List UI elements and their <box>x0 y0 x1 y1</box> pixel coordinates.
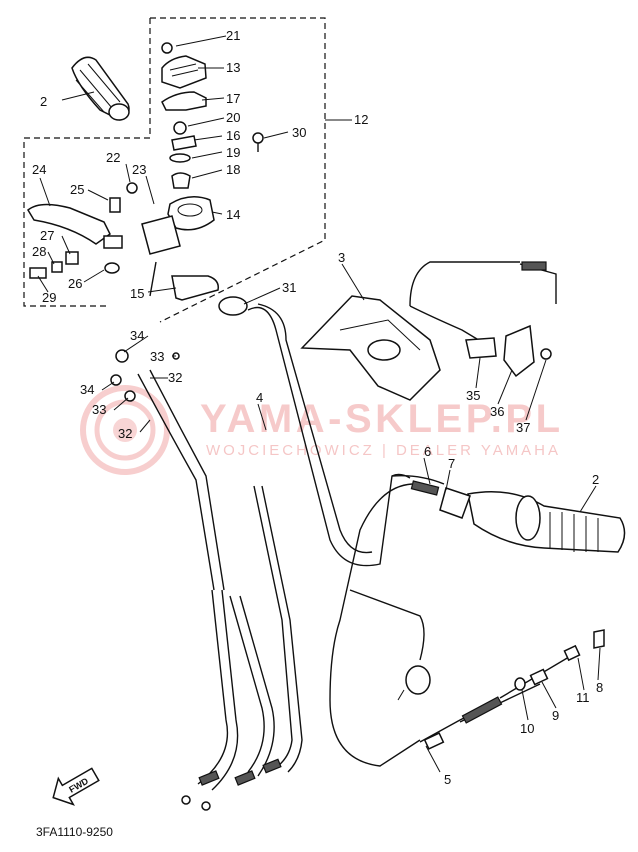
leader-lines <box>37 35 601 773</box>
callout-11: 11 <box>576 690 590 705</box>
lower-right-parts <box>423 629 605 750</box>
watermark-subtitle: WOJCIECHOWICZ | DEALER YAMAHA <box>206 442 558 459</box>
part-code: 3FA1110-9250 <box>36 825 113 839</box>
callout-19: 19 <box>226 145 240 160</box>
throttle-cables <box>329 480 501 767</box>
callout-2-left: 2 <box>40 94 47 109</box>
callout-36: 36 <box>490 404 504 419</box>
watermark-title: YAMA-SKLEP.PL <box>200 397 560 441</box>
callout-35: 35 <box>466 388 480 403</box>
callout-12: 12 <box>354 112 368 127</box>
watermark: YAMA-SKLEP.PL WOJCIECHOWICZ | DEALER YAM… <box>80 385 560 475</box>
handlebar <box>218 295 445 567</box>
callout-9: 9 <box>552 708 559 723</box>
callout-labels: 2 21 13 17 20 16 19 18 14 30 12 22 23 24… <box>32 28 603 787</box>
callout-23: 23 <box>132 162 146 177</box>
callout-6: 6 <box>424 444 431 459</box>
callout-17: 17 <box>226 91 240 106</box>
callout-4: 4 <box>256 390 263 405</box>
brake-lever-parts <box>27 182 220 301</box>
forward-arrow-icon: FWD <box>52 767 100 806</box>
callout-13: 13 <box>226 60 240 75</box>
upper-right-cable <box>409 261 557 378</box>
callout-33-b: 33 <box>92 402 106 417</box>
callout-27: 27 <box>40 228 54 243</box>
right-grip <box>439 487 626 553</box>
callout-31: 31 <box>282 280 296 295</box>
callout-37: 37 <box>516 420 530 435</box>
callout-20: 20 <box>226 110 240 125</box>
callout-15: 15 <box>130 286 144 301</box>
callout-8: 8 <box>596 680 603 695</box>
callout-25: 25 <box>70 182 84 197</box>
throttle-housing-parts <box>161 42 264 231</box>
callout-32-b: 32 <box>118 426 132 441</box>
callout-7: 7 <box>448 456 455 471</box>
callout-26: 26 <box>68 276 82 291</box>
callout-34-b: 34 <box>80 382 94 397</box>
callout-16: 16 <box>226 128 240 143</box>
callout-14: 14 <box>226 207 240 222</box>
callout-3: 3 <box>338 250 345 265</box>
callout-32-a: 32 <box>168 370 182 385</box>
switch-assembly-outline <box>23 17 352 323</box>
callout-34-a: 34 <box>130 328 144 343</box>
callout-5: 5 <box>444 772 451 787</box>
callout-30: 30 <box>292 125 306 140</box>
callout-29: 29 <box>42 290 56 305</box>
callout-18: 18 <box>226 162 240 177</box>
left-grip <box>71 56 130 121</box>
callout-28: 28 <box>32 244 46 259</box>
callout-21: 21 <box>226 28 240 43</box>
callout-22: 22 <box>106 150 120 165</box>
callout-10: 10 <box>520 721 534 736</box>
callout-2-right: 2 <box>592 472 599 487</box>
callout-33-a: 33 <box>150 349 164 364</box>
callout-24: 24 <box>32 162 46 177</box>
left-cables <box>110 349 303 811</box>
